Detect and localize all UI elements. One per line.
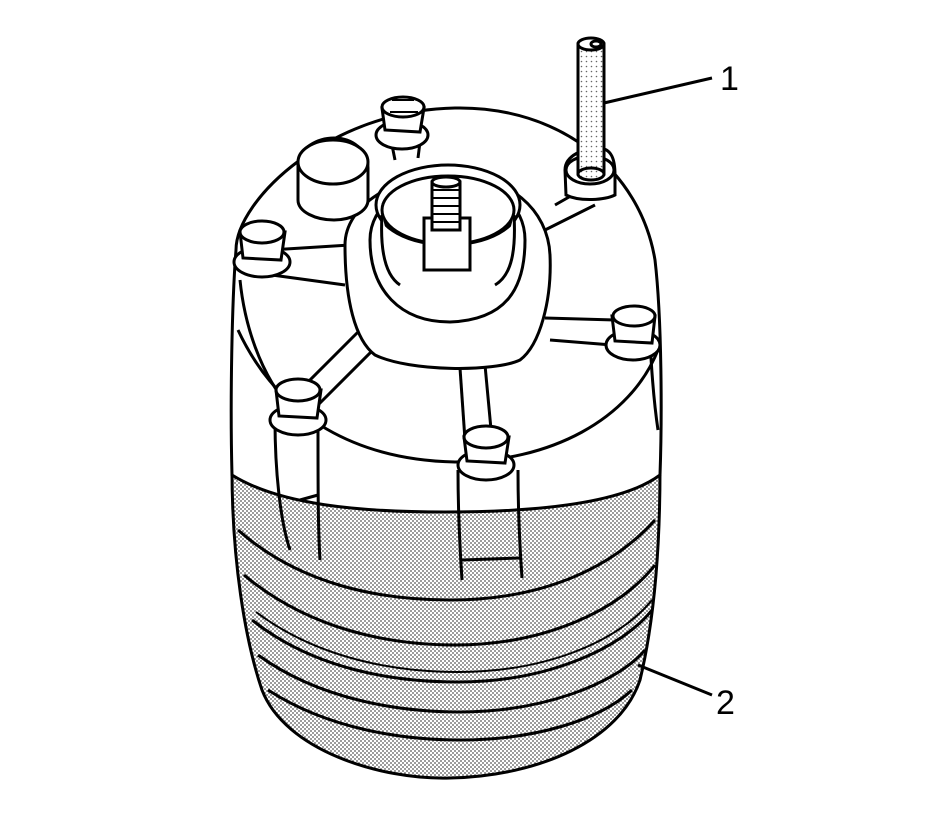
callout-label-1: 1 xyxy=(720,60,739,98)
air-line-tube xyxy=(576,36,606,182)
bellows-folds xyxy=(237,518,657,742)
bolt-left xyxy=(232,219,292,279)
center-stud xyxy=(422,175,472,272)
air-bellows xyxy=(230,467,662,780)
callout-leaders xyxy=(603,76,713,697)
leader-line-1 xyxy=(603,76,713,105)
bolt-front-left xyxy=(268,377,328,437)
bolt-front xyxy=(456,424,516,482)
callout-label-2: 2 xyxy=(716,684,735,722)
bolt-right xyxy=(604,304,662,362)
fill-plug xyxy=(296,136,370,222)
leader-line-2 xyxy=(637,663,713,697)
bolt-top xyxy=(374,95,430,151)
